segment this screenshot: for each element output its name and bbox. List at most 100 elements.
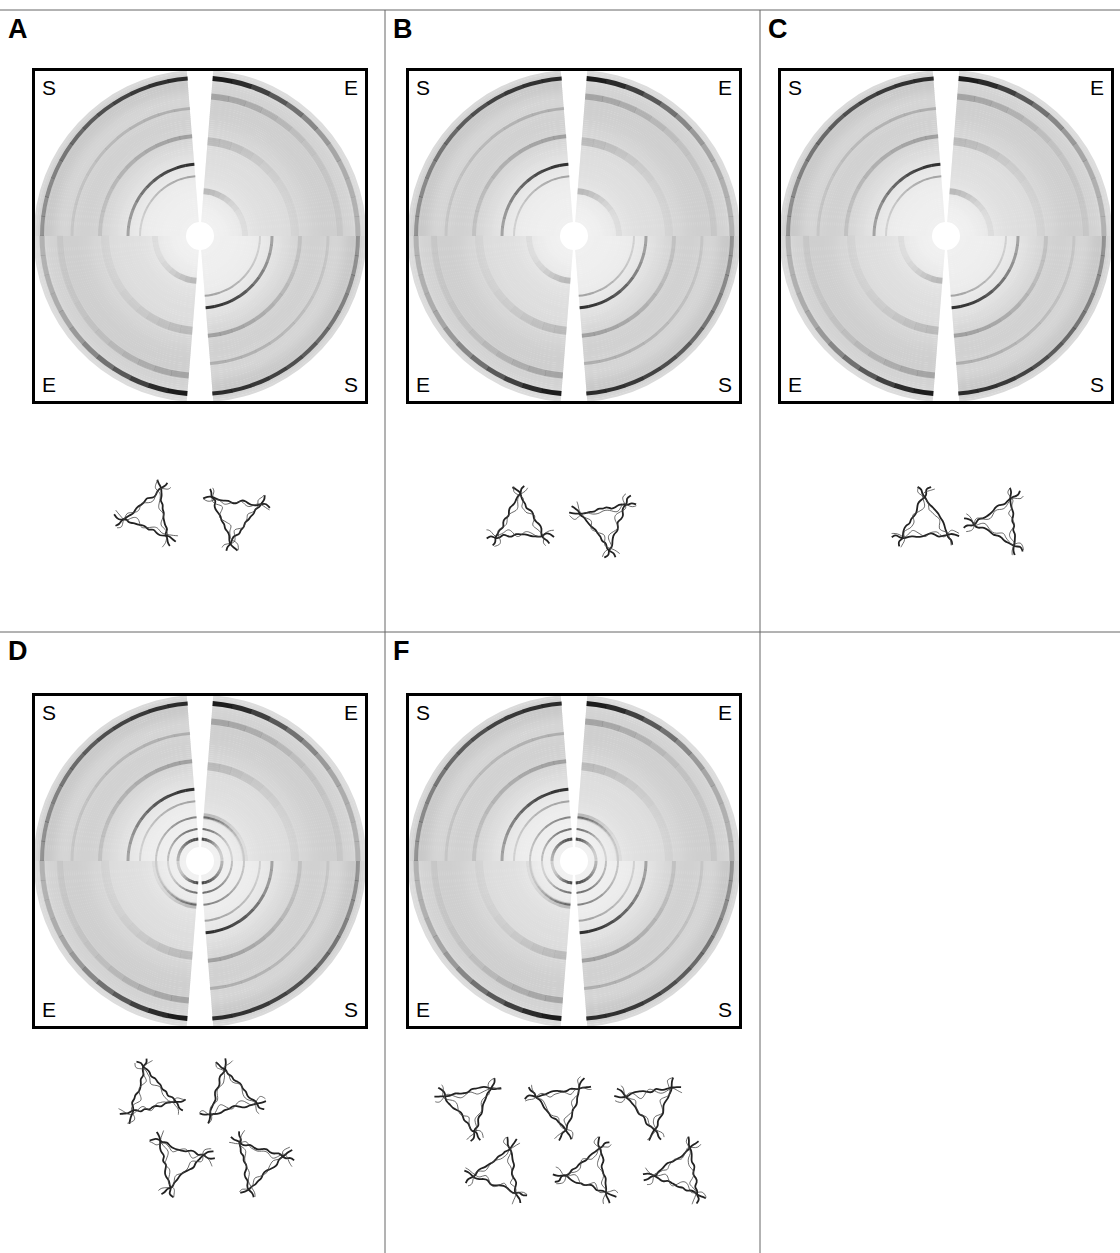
diffraction-ring	[1101, 236, 1106, 256]
diffraction-ring	[318, 267, 326, 283]
diffraction-ring	[914, 76, 934, 83]
diffraction-ring	[288, 212, 298, 225]
diffraction-ring	[354, 841, 360, 861]
diffraction-ring	[629, 251, 633, 259]
diffraction-ring	[300, 342, 317, 359]
diffraction-ring	[186, 830, 190, 833]
diffraction-ring	[132, 201, 139, 210]
diffraction-ring	[205, 919, 213, 922]
diffraction-ring	[79, 174, 89, 190]
diffraction-ring	[917, 370, 935, 378]
diffraction-ring	[719, 178, 730, 199]
diffraction-ring	[185, 788, 194, 792]
diffraction-ring	[958, 292, 966, 296]
diffraction-ring	[290, 224, 299, 236]
diffraction-ring	[433, 310, 448, 330]
diffuse-scatter	[780, 236, 933, 402]
diffraction-ring	[662, 127, 679, 144]
diffraction-ring	[146, 825, 152, 832]
diffraction-ring	[496, 351, 514, 365]
diffraction-ring	[885, 221, 888, 229]
diffraction-ring	[214, 818, 220, 822]
diffraction-ring	[176, 789, 186, 794]
diffraction-ring	[517, 207, 522, 215]
diffraction-ring	[86, 785, 97, 800]
diffraction-ring	[820, 301, 834, 319]
diffraction-ring	[674, 342, 691, 359]
diffraction-ring	[102, 247, 112, 260]
diffraction-ring	[139, 853, 141, 861]
diffraction-ring	[325, 236, 329, 252]
diffraction-ring	[851, 137, 865, 150]
diffraction-ring	[876, 376, 896, 388]
diffraction-ring	[816, 127, 832, 145]
diffraction-ring	[875, 119, 891, 130]
diffraction-ring	[241, 350, 257, 359]
diffuse-scatter	[34, 70, 187, 236]
diffraction-ring	[168, 849, 171, 853]
diffraction-ring	[337, 784, 350, 804]
diffraction-ring	[1031, 101, 1050, 117]
diffraction-ring	[898, 241, 905, 248]
diffraction-ring	[1069, 252, 1075, 268]
diffraction-ring	[202, 828, 206, 831]
diffraction-ring	[960, 303, 970, 308]
diffraction-ring	[1031, 200, 1042, 214]
diffraction-ring	[529, 139, 542, 147]
diffraction-ring	[152, 236, 158, 242]
diffraction-ring	[238, 276, 245, 283]
diffraction-ring	[785, 236, 791, 256]
diffraction-ring	[453, 174, 463, 190]
diffraction-ring	[931, 163, 940, 167]
diffraction-ring	[231, 857, 233, 861]
diffraction-ring	[532, 109, 548, 116]
diffraction-ring	[579, 294, 587, 297]
diffraction-ring	[951, 305, 960, 309]
diffraction-ring	[892, 200, 898, 207]
diffraction-ring	[626, 257, 631, 265]
diffraction-ring	[844, 223, 849, 236]
diffraction-ring	[617, 270, 623, 277]
diffraction-ring	[297, 236, 302, 249]
diffraction-ring	[144, 769, 157, 779]
diffraction-ring	[972, 285, 980, 290]
diffuse-scatter	[213, 70, 366, 236]
diffraction-ring	[1074, 184, 1085, 203]
diffraction-ring	[1046, 342, 1063, 359]
diffraction-ring	[176, 164, 186, 169]
diffraction-ring	[260, 107, 278, 121]
diffraction-ring	[140, 186, 148, 195]
diffraction-ring	[210, 360, 226, 365]
diffraction-ring	[275, 741, 293, 756]
diffraction-ring	[219, 914, 227, 919]
diffraction-ring	[991, 284, 1000, 292]
diffraction-ring	[889, 113, 905, 122]
diffraction-ring	[141, 839, 145, 847]
diffraction-ring	[559, 163, 568, 167]
diffraction-ring	[886, 186, 894, 195]
diffuse-scatter	[140, 801, 196, 861]
diffraction-ring	[548, 107, 564, 112]
diffraction-ring	[212, 76, 232, 84]
diffraction-ring	[862, 127, 877, 139]
diffraction-ring	[345, 274, 355, 294]
diffraction-ring	[527, 174, 536, 182]
diffraction-ring	[180, 325, 193, 335]
diffraction-ring	[173, 178, 181, 183]
diffraction-ring	[701, 310, 715, 329]
diffraction-ring	[1027, 322, 1041, 335]
diffraction-ring	[41, 196, 49, 216]
diffraction-ring	[41, 821, 49, 841]
diffraction-ring	[130, 709, 150, 720]
diffraction-ring	[817, 204, 823, 220]
diffraction-ring	[281, 322, 295, 335]
diffraction-ring	[662, 212, 672, 225]
diffraction-ring	[255, 251, 259, 259]
diffraction-ring	[320, 793, 333, 812]
diffraction-ring	[699, 236, 703, 252]
diffraction-ring	[517, 113, 533, 122]
diffraction-ring	[243, 318, 256, 328]
diffraction-ring	[951, 294, 959, 297]
diffraction-ring	[266, 253, 272, 263]
